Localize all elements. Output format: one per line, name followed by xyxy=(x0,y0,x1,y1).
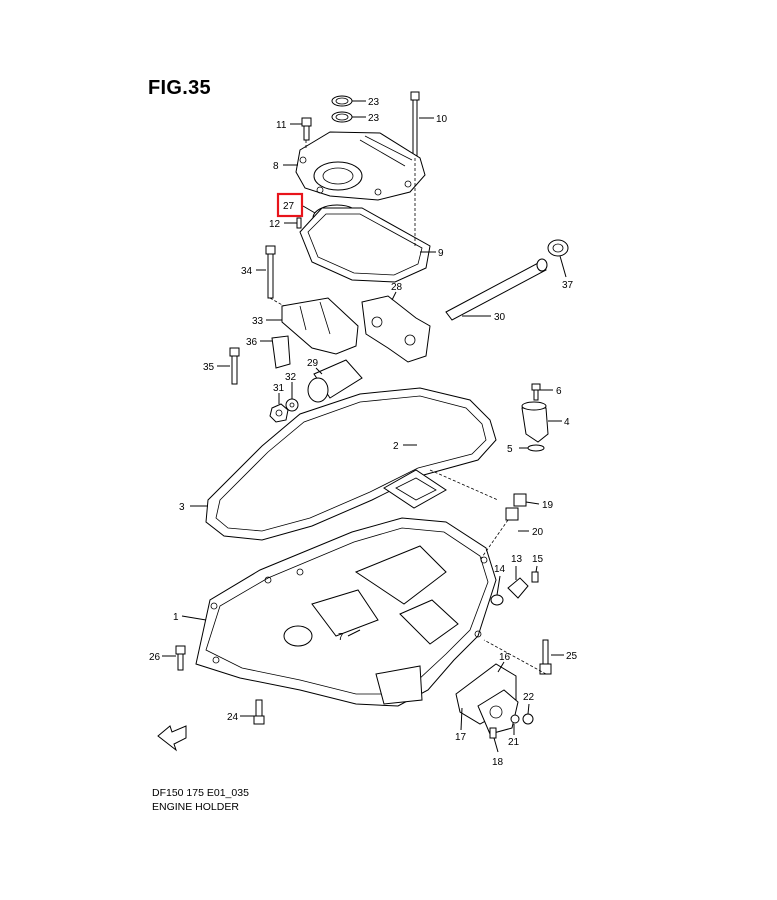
bolt-18 xyxy=(489,727,497,739)
callout-15: 15 xyxy=(532,554,544,565)
washer-21 xyxy=(510,714,520,724)
gasket-9 xyxy=(299,207,431,283)
callout-9: 9 xyxy=(438,248,444,259)
o-ring-14 xyxy=(490,594,504,606)
callout-7: 7 xyxy=(338,632,344,643)
callout-13: 13 xyxy=(511,554,523,565)
holder-28 xyxy=(361,295,431,363)
washer-22 xyxy=(522,713,534,725)
bracket-33 xyxy=(281,297,359,355)
callout-23b: 23 xyxy=(368,113,380,124)
fitting-19 xyxy=(513,493,527,507)
callout-24: 24 xyxy=(227,712,239,723)
figure-code: DF150 175 E01_035 xyxy=(152,787,249,799)
oil-pan-1 xyxy=(195,517,497,707)
callouts: 23 23 11 10 8 27 12 9 34 37 28 30 33 36 … xyxy=(149,97,578,768)
figure-name: ENGINE HOLDER xyxy=(152,801,239,813)
bolt-6 xyxy=(531,383,541,401)
seal-37 xyxy=(547,239,569,257)
seal-ring-23a xyxy=(331,95,353,107)
callout-32: 32 xyxy=(285,372,297,383)
bolt-10 xyxy=(410,91,420,159)
callout-28: 28 xyxy=(391,282,403,293)
cover-plate-8 xyxy=(295,131,426,201)
leader-lines xyxy=(162,100,567,753)
callout-3: 3 xyxy=(179,502,185,513)
callout-12: 12 xyxy=(269,219,281,230)
bolt-26 xyxy=(175,645,186,671)
seal-ring-23b xyxy=(331,111,353,123)
bolt-15 xyxy=(531,571,539,583)
callout-11: 11 xyxy=(276,120,287,131)
callout-22: 22 xyxy=(523,692,535,703)
callout-17: 17 xyxy=(455,732,467,743)
bolt-25 xyxy=(539,639,552,675)
callout-5: 5 xyxy=(507,444,513,455)
callout-1: 1 xyxy=(173,612,179,623)
callout-6: 6 xyxy=(556,386,562,397)
highlight-box-27 xyxy=(276,192,304,218)
callout-16: 16 xyxy=(499,652,511,663)
callout-25: 25 xyxy=(566,651,578,662)
callout-34: 34 xyxy=(241,266,253,277)
callout-20: 20 xyxy=(532,527,544,538)
callout-35: 35 xyxy=(203,362,215,373)
bolt-35 xyxy=(229,347,240,385)
callout-8: 8 xyxy=(273,161,279,172)
nut-31 xyxy=(269,403,289,423)
plate-36 xyxy=(271,335,291,369)
callout-30: 30 xyxy=(494,312,506,323)
mount-29 xyxy=(307,359,363,403)
callout-19: 19 xyxy=(542,500,554,511)
callout-18: 18 xyxy=(492,757,504,768)
shaft-30 xyxy=(445,258,548,321)
gasket-3 xyxy=(205,387,497,541)
plug-20 xyxy=(505,507,519,521)
fitting-4 xyxy=(521,401,549,443)
callout-37: 37 xyxy=(562,280,574,291)
bolt-34 xyxy=(265,245,276,299)
callout-2: 2 xyxy=(393,441,399,452)
callout-29: 29 xyxy=(307,358,319,369)
sensor-13 xyxy=(507,577,529,599)
callout-21: 21 xyxy=(508,737,520,748)
callout-10: 10 xyxy=(436,114,448,125)
callout-4: 4 xyxy=(564,417,570,428)
callout-36: 36 xyxy=(246,337,258,348)
callout-27: 27 xyxy=(283,201,295,212)
fwd-arrow-icon xyxy=(157,725,187,752)
callout-33: 33 xyxy=(252,316,264,327)
callout-14: 14 xyxy=(494,564,506,575)
callout-23a: 23 xyxy=(368,97,380,108)
o-ring-5 xyxy=(527,444,545,452)
figure-title: FIG.35 xyxy=(148,77,211,99)
callout-26: 26 xyxy=(149,652,161,663)
bolt-24 xyxy=(253,699,265,725)
callout-31: 31 xyxy=(273,383,285,394)
bolt-11 xyxy=(301,117,312,141)
pin-12 xyxy=(296,217,302,229)
